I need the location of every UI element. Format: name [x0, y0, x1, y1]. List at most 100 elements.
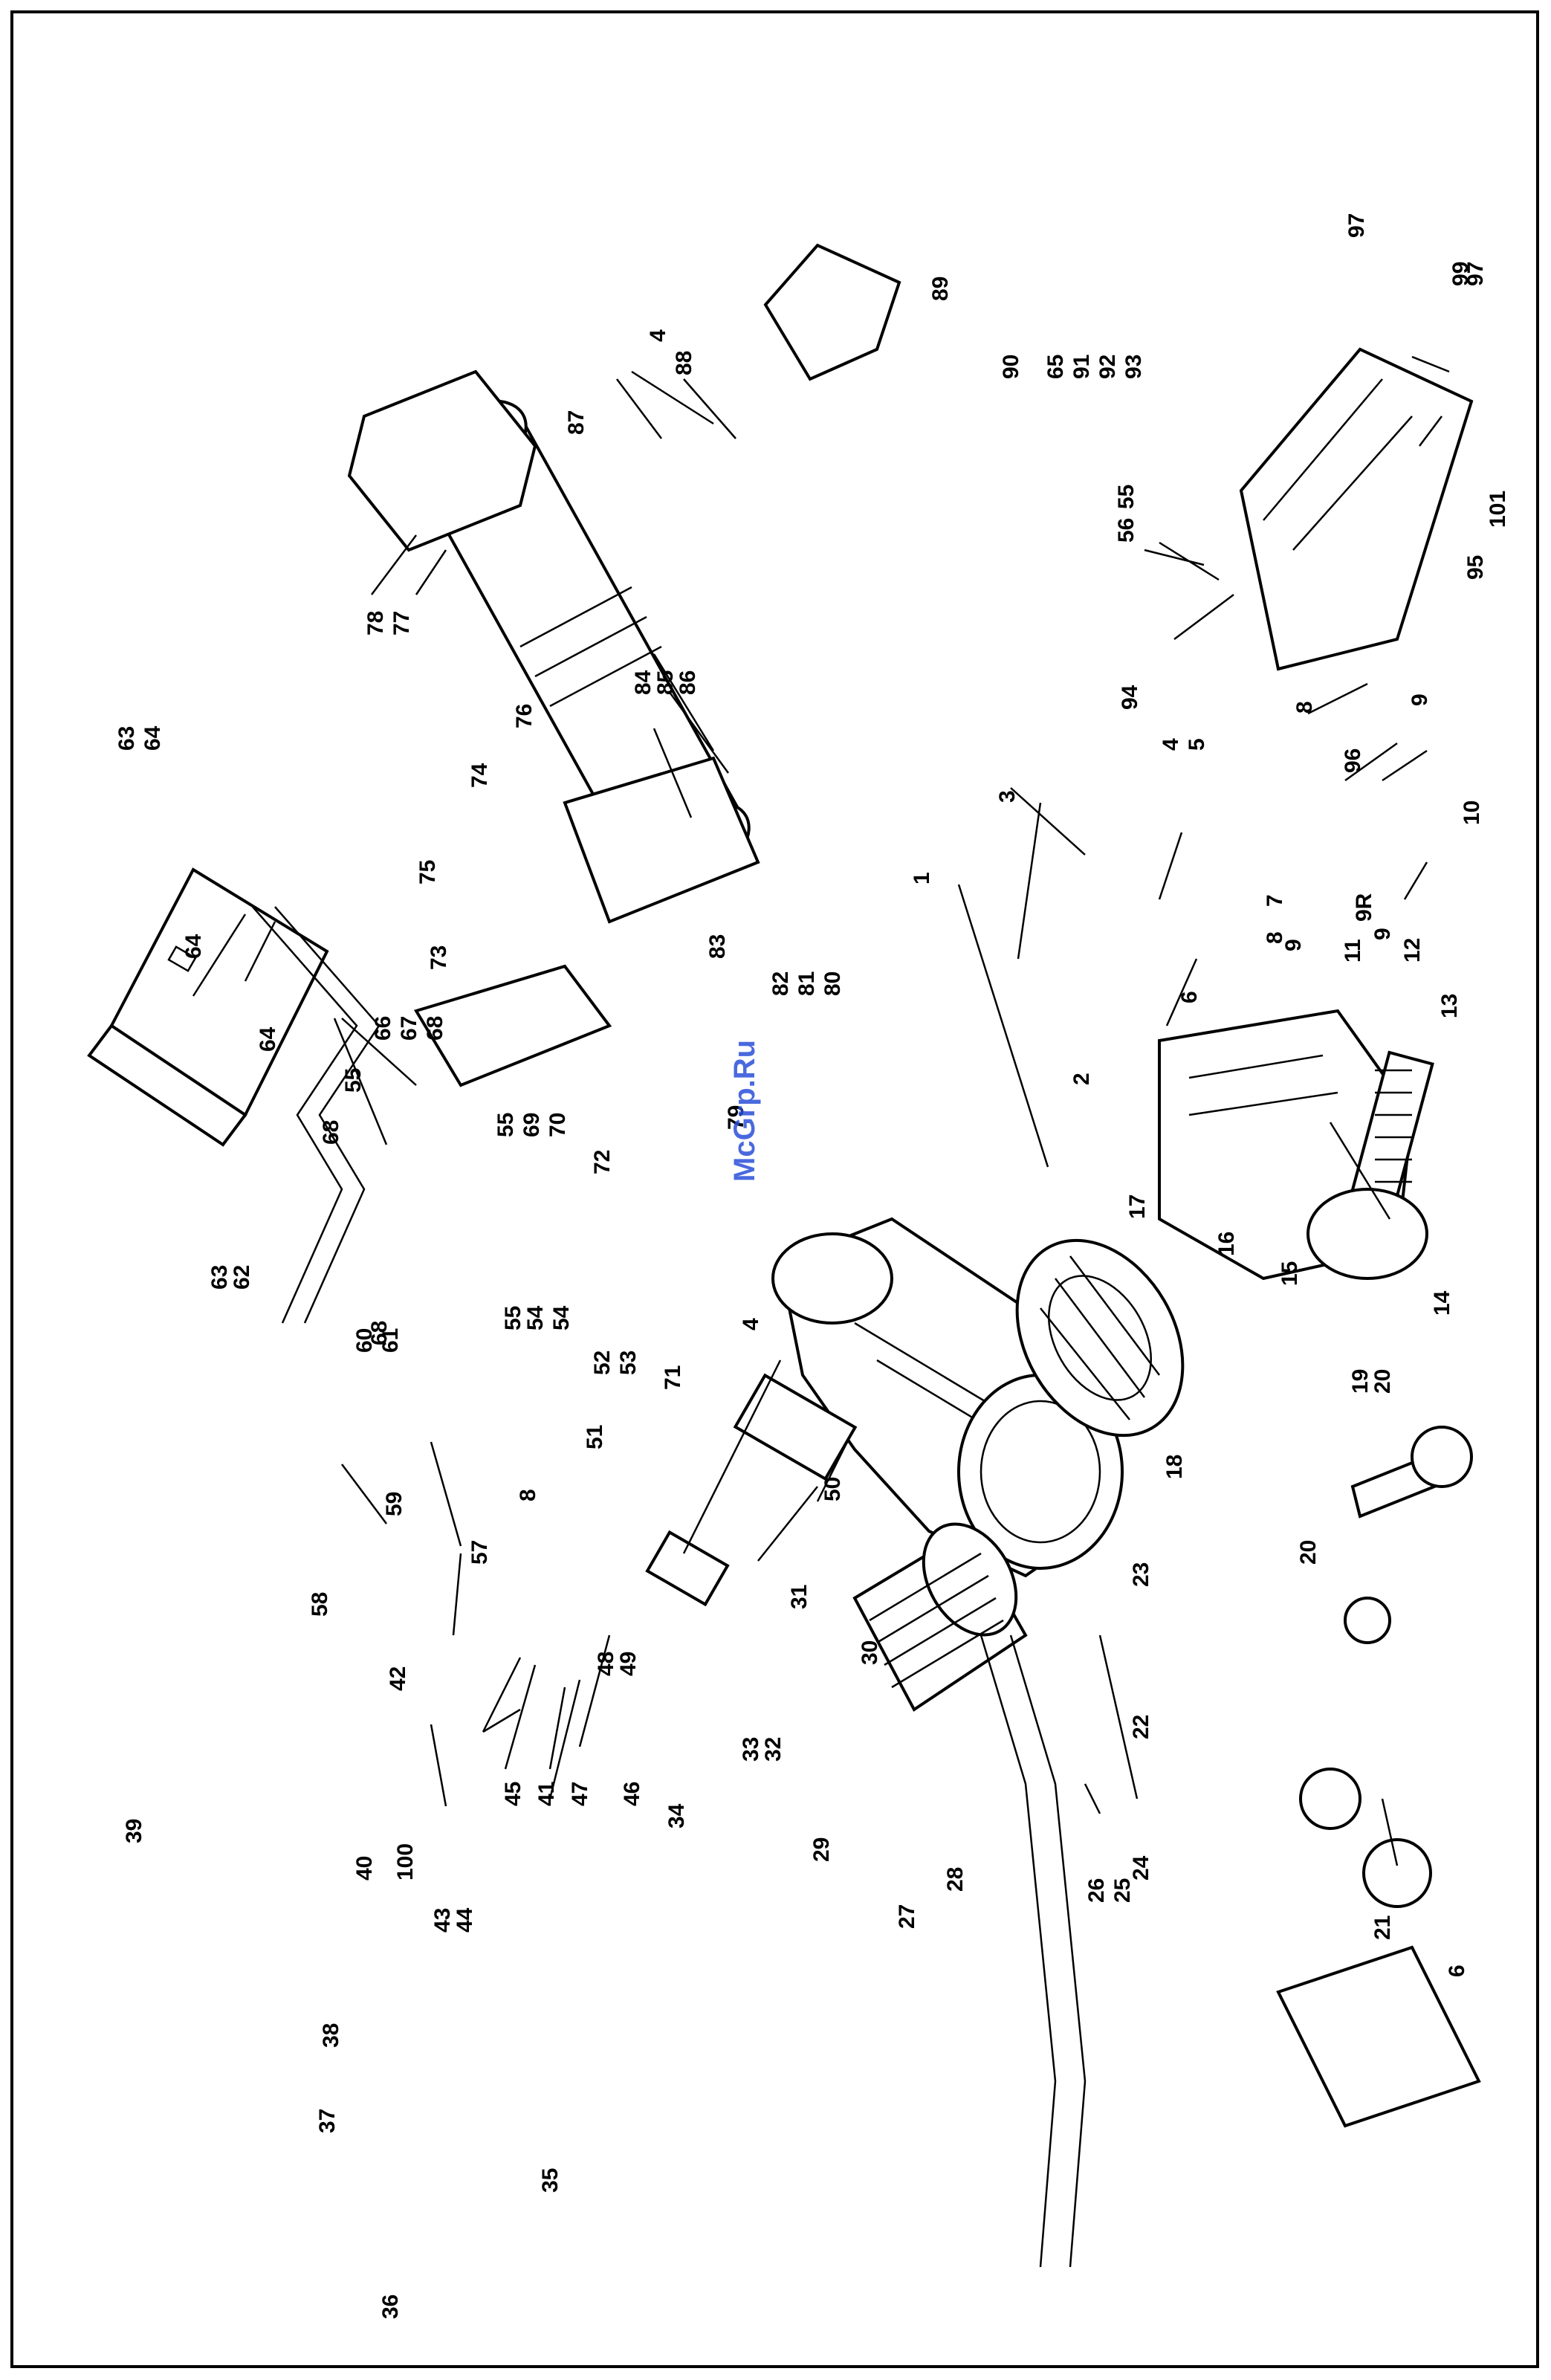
callout-48: 49 [616, 1652, 641, 1676]
callout-38: 39 [122, 1819, 146, 1843]
callout-29: 30 [858, 1640, 882, 1665]
callout-66: 67 [397, 1016, 421, 1041]
callout-54a: 54 [523, 1305, 548, 1330]
callout-67: 68 [423, 1016, 447, 1041]
callouts: 1 2 3 4 4 4 5 6 6 7 8 8 8 9 9 9 9R 10 11… [114, 213, 1510, 2319]
fuel-hose-1 [980, 1634, 1057, 2268]
callout-26: 27 [895, 1904, 919, 1929]
callout-84: 85 [653, 670, 678, 695]
callout-9b: 9 [1370, 928, 1395, 940]
mounting-flange [347, 369, 537, 552]
callout-35: 36 [378, 2295, 403, 2319]
valve-block [733, 1373, 858, 1481]
motor [852, 1522, 1028, 1712]
callout-19: 20 [1370, 1369, 1395, 1394]
callout-86: 87 [564, 410, 589, 435]
callout-4a: 4 [646, 329, 670, 342]
callout-10: 11 [1341, 939, 1365, 963]
callout-77: 78 [363, 611, 388, 636]
callout-78: 79 [724, 1105, 748, 1130]
oil-preheater [1239, 347, 1474, 671]
callout-4b: 4 [1159, 738, 1183, 751]
callout-50: 51 [583, 1425, 607, 1449]
solenoid-block [645, 1530, 730, 1607]
callout-9a: 9 [1281, 939, 1306, 951]
callout-64a: 64 [140, 725, 165, 751]
callout-11: 12 [1400, 938, 1425, 963]
callout-2: 2 [1069, 1073, 1094, 1085]
callout-64c: 65 [1043, 355, 1068, 379]
callout-56: 57 [467, 1540, 492, 1565]
fuel-hose-2 [1009, 1634, 1087, 2268]
callout-64b: 64 [181, 934, 206, 959]
callout-92: 93 [1121, 355, 1146, 379]
burner-housing [771, 1217, 1124, 1578]
callout-43: 44 [453, 1907, 477, 1933]
callout-68c: 69 [519, 1113, 544, 1137]
callout-95: 96 [1341, 748, 1365, 773]
callout-61: 62 [230, 1265, 254, 1290]
callout-97b: 99 [1448, 262, 1473, 286]
callout-75: 76 [512, 704, 537, 728]
callout-1: 1 [910, 872, 934, 885]
callout-57: 58 [308, 1592, 332, 1617]
callout-46: 47 [568, 1782, 592, 1806]
tube-flange [563, 756, 760, 924]
callout-8b: 8 [1292, 701, 1317, 714]
callout-3: 3 [995, 790, 1020, 803]
callout-69: 70 [545, 1113, 570, 1137]
oil-tube-1 [252, 906, 358, 1324]
callout-41: 42 [386, 1666, 410, 1691]
callout-21: 22 [1129, 1715, 1153, 1739]
callout-82: 83 [705, 934, 730, 959]
callout-22: 23 [1129, 1562, 1153, 1587]
callout-81: 82 [768, 971, 793, 996]
callout-8c: 8 [516, 1489, 540, 1501]
leader-lines [192, 355, 1450, 1866]
callout-55a: 55 [501, 1306, 525, 1330]
callout-33: 34 [664, 1803, 689, 1828]
callout-40: 41 [534, 1782, 559, 1806]
callout-9d: 9R [1352, 893, 1376, 922]
callout-96: 97 [1463, 262, 1488, 286]
callout-83: 84 [631, 670, 655, 695]
callout-58: 59 [382, 1492, 407, 1516]
cover-disc [1306, 1188, 1428, 1280]
callout-34: 35 [538, 2168, 563, 2193]
callout-68b: 68 [319, 1120, 343, 1145]
ignition-transformer [763, 243, 901, 381]
callout-73: 74 [467, 763, 492, 788]
callout-63a: 63 [114, 726, 139, 751]
nozzle-holder [1344, 1426, 1473, 1644]
callout-53: 54 [549, 1305, 574, 1330]
callout-12: 13 [1437, 994, 1462, 1018]
pump-assembly [1276, 1768, 1481, 2128]
callout-5: 5 [1185, 738, 1209, 751]
callout-76: 77 [389, 611, 414, 636]
callout-31: 32 [761, 1737, 786, 1762]
callout-37: 38 [319, 2023, 343, 2048]
callout-39: 40 [352, 1856, 377, 1881]
callout-74: 75 [415, 860, 440, 885]
callout-54b: 55 [1114, 485, 1139, 509]
callout-59: 60 [352, 1328, 377, 1353]
callout-47: 48 [594, 1652, 618, 1676]
callout-20a: 20 [1296, 1540, 1321, 1565]
callout-63b: 64 [256, 1026, 280, 1052]
callout-7: 7 [1263, 894, 1287, 907]
diagram-frame [10, 10, 1539, 2368]
callout-79: 80 [820, 971, 845, 996]
callout-68a: 68 [367, 1321, 392, 1345]
callout-28: 29 [809, 1837, 834, 1862]
control-cover [87, 867, 329, 1147]
callout-16: 17 [1125, 1194, 1150, 1219]
callout-65: 66 [371, 1016, 395, 1041]
callout-20b: 21 [1370, 1915, 1395, 1940]
callout-25: 26 [1084, 1878, 1109, 1903]
oil-tube-2 [274, 906, 381, 1324]
callout-51: 52 [590, 1351, 615, 1375]
callout-55b: 55 [493, 1113, 518, 1137]
callout-13: 14 [1430, 1290, 1454, 1316]
callout-89: 90 [999, 355, 1023, 379]
